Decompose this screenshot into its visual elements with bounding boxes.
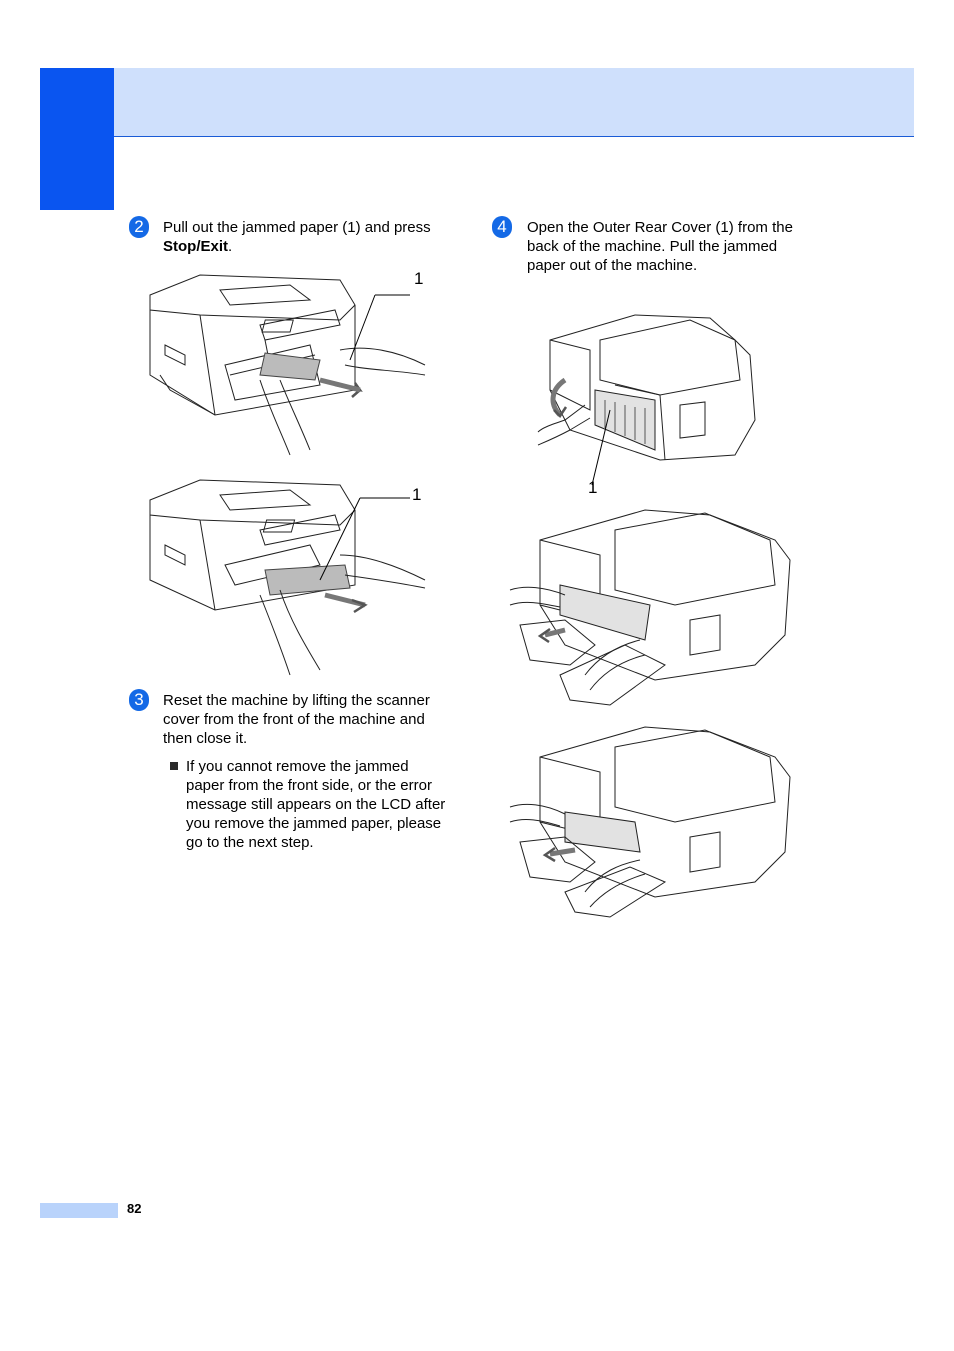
step-2-end: . <box>228 238 233 255</box>
page-number: 82 <box>127 1201 142 1216</box>
illustration-front-jam-2: 1 <box>140 470 440 680</box>
step-4-text: Open the Outer Rear Cover (1) from the b… <box>527 219 793 274</box>
step-3-bullet-text: If you cannot remove the jammed paper fr… <box>186 758 446 851</box>
illustration-rear-pull-1 <box>505 505 795 715</box>
footer-bar <box>40 1203 118 1218</box>
illustration-rear-cover: 1 <box>530 310 770 500</box>
step-2-badge: 2 <box>129 216 149 238</box>
callout-1-b: 1 <box>412 485 421 504</box>
step-2-body: Pull out the jammed paper (1) and press <box>163 219 431 236</box>
illustration-front-jam-1: 1 <box>140 265 440 465</box>
step-4-badge: 4 <box>492 216 512 238</box>
callout-1-a: 1 <box>414 269 423 288</box>
header-band <box>114 68 914 137</box>
callout-1-c: 1 <box>588 478 597 497</box>
stop-exit-key: Stop/Exit <box>163 238 229 255</box>
step-2-text: Pull out the jammed paper (1) and press … <box>163 218 448 256</box>
step-3-text: Reset the machine by lifting the scanner… <box>163 692 430 747</box>
chapter-tab <box>40 68 114 210</box>
step-3-badge: 3 <box>129 689 149 711</box>
bullet-square-icon <box>170 762 178 770</box>
illustration-rear-pull-2 <box>505 722 795 922</box>
